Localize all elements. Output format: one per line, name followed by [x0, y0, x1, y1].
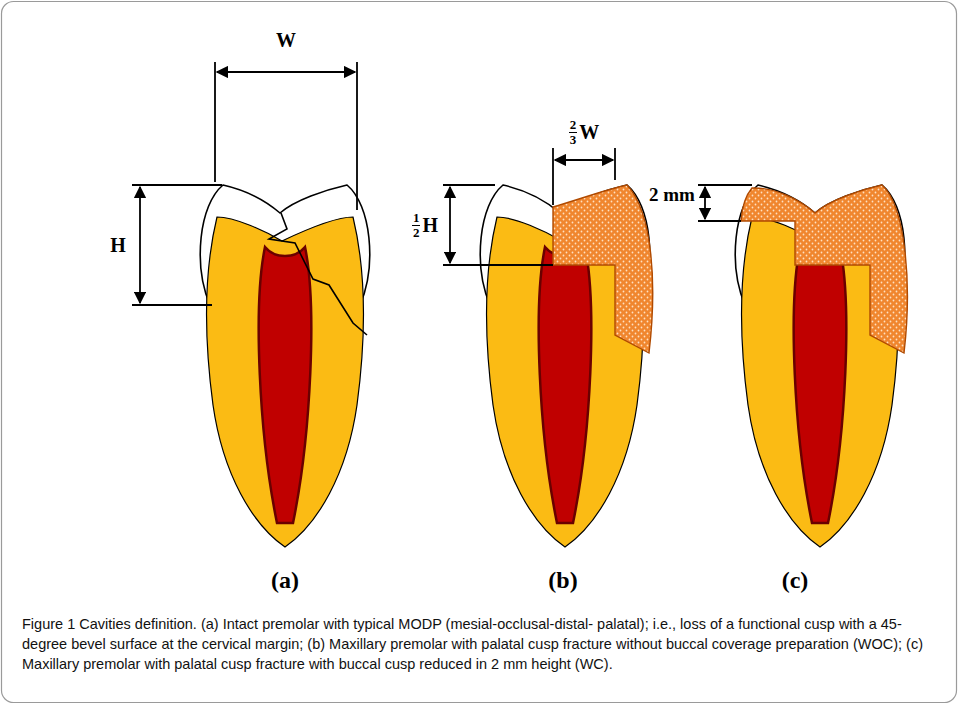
- dimension-arrow: [139, 187, 141, 303]
- extension-line: [356, 62, 358, 210]
- pulp: [259, 247, 311, 523]
- fraction-denominator: 2: [413, 226, 420, 240]
- dimension-label: H: [110, 235, 126, 255]
- fraction-numerator: 2: [569, 118, 578, 133]
- fraction-denominator: 3: [570, 133, 577, 147]
- premolar-tooth: [735, 185, 907, 547]
- dimension-arrow: [704, 187, 706, 219]
- fraction-numerator: 1: [412, 211, 421, 226]
- extension-line: [443, 184, 495, 186]
- premolar-tooth: [480, 185, 652, 547]
- extension-line: [132, 304, 212, 306]
- extension-line: [214, 62, 216, 182]
- restoration: [741, 185, 907, 353]
- extension-line: [552, 148, 554, 205]
- fraction-label: 12H: [412, 211, 438, 239]
- extension-line: [698, 220, 741, 222]
- premolar-tooth: [200, 185, 369, 547]
- panel-label: (c): [782, 568, 809, 592]
- extension-line: [614, 148, 616, 180]
- figure-caption: Figure 1 Cavities definition. (a) Intact…: [22, 614, 937, 674]
- extension-line: [132, 184, 222, 186]
- dimension-label: H: [422, 214, 438, 237]
- pulp: [539, 247, 591, 523]
- fraction-label: 23W: [569, 118, 600, 146]
- extension-line: [443, 264, 553, 266]
- panel-label: (b): [548, 568, 577, 592]
- panel-label: (a): [271, 568, 299, 592]
- fracture-line: [269, 213, 367, 335]
- dimension-label: W: [579, 121, 599, 144]
- fraction: 12: [412, 211, 421, 239]
- dimension-arrow: [217, 71, 355, 73]
- extension-line: [698, 184, 752, 186]
- restoration: [553, 185, 653, 353]
- dentin-root: [207, 217, 364, 547]
- pulp: [794, 247, 846, 523]
- dimension-label: W: [276, 30, 296, 50]
- fraction: 23: [569, 118, 578, 146]
- dimension-arrow: [555, 159, 613, 161]
- dimension-arrow: [449, 187, 451, 263]
- dimension-label: 2 mm: [649, 185, 695, 204]
